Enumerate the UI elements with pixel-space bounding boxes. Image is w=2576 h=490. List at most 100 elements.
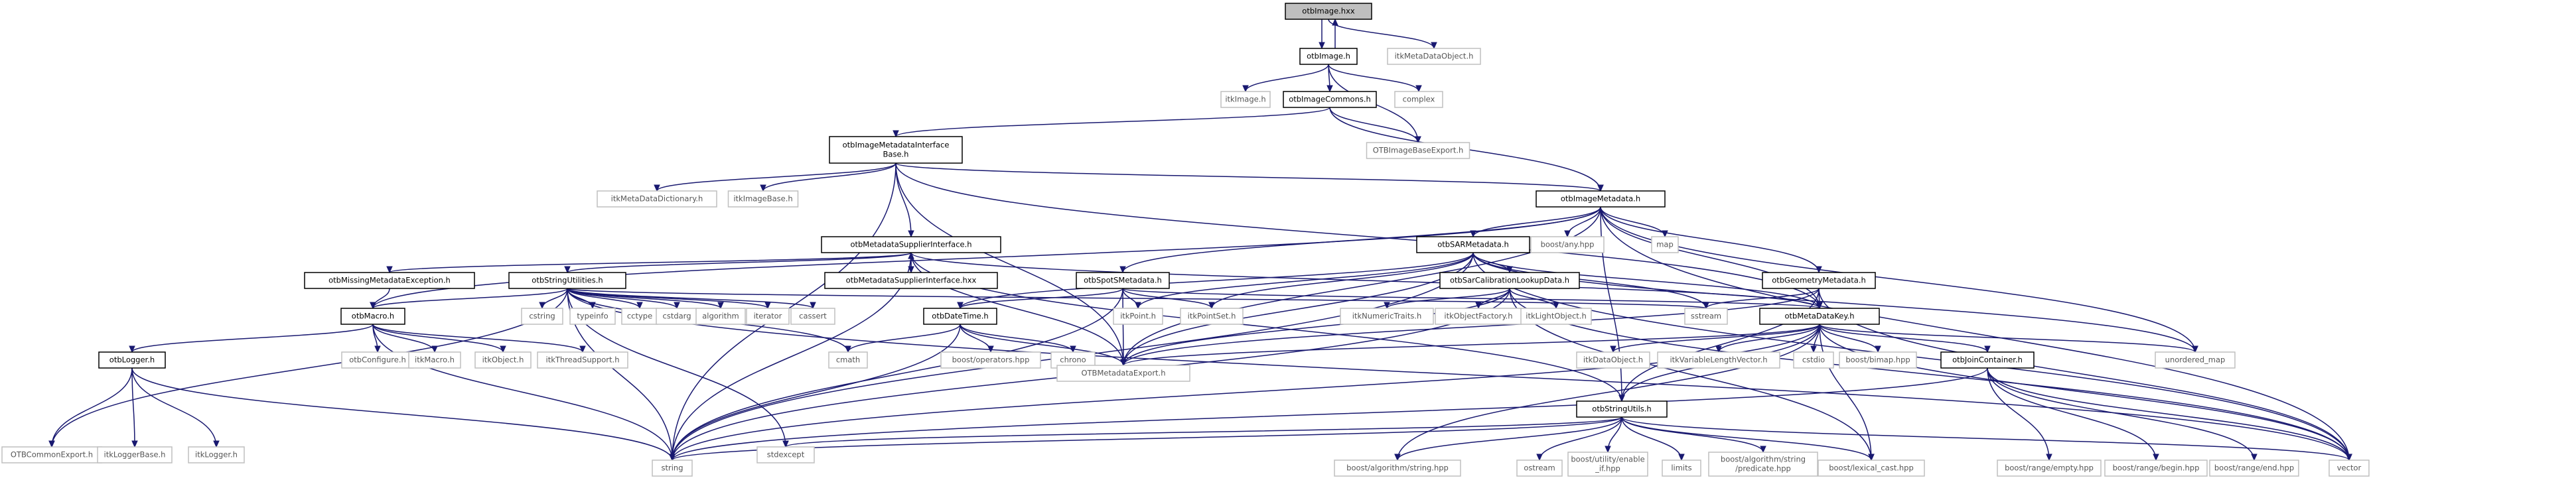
node-boost-algorithm-string-hpp: boost/algorithm/string.hpp	[1334, 459, 1461, 477]
node-box	[408, 351, 461, 369]
node-label: cstdio	[1802, 355, 1825, 365]
node-otbmetadatakey-h[interactable]: otbMetaDataKey.h	[1759, 308, 1880, 325]
node-otbsarcalibrationlookupdata-h[interactable]: otbSarCalibrationLookupData.h	[1439, 272, 1580, 289]
node-boost-range-end-hpp: boost/range/end.hpp	[2209, 459, 2299, 477]
node-label: boost/range/begin.hpp	[2113, 463, 2200, 473]
node-otbmissingmetadataexception-h[interactable]: otbMissingMetadataException.h	[304, 272, 475, 289]
node-box	[537, 351, 628, 369]
node-box	[1180, 308, 1244, 325]
node-itkpointset-h: itkPointSet.h	[1180, 308, 1244, 325]
node-label: OTBMetadataExport.h	[1081, 369, 1165, 378]
node-label: /predicate.hpp	[1735, 464, 1791, 473]
node-box	[940, 351, 1041, 369]
node-label: boost/operators.hpp	[952, 355, 1030, 365]
edge-otbmetadatakey-h-to-itkvariablelengthvector-h	[1715, 324, 1820, 353]
node-box	[1520, 308, 1592, 325]
node-label: OTBCommonExport.h	[11, 450, 93, 459]
edge-otbdatetime-h-to-boost-operators-hpp	[960, 324, 994, 353]
edge-otbstringutils-h-to-vector	[1621, 416, 2352, 461]
node-otbimagebaseexport-h: OTBImageBaseExport.h	[1366, 142, 1470, 159]
edge-otblogger-h-to-string	[131, 367, 676, 461]
edge-otbsarcalibrationlookupdata-h-to-itklightobject-h	[1509, 288, 1559, 310]
node-box	[1662, 459, 1701, 477]
node-otbimage-h[interactable]: otbImage.h	[1299, 48, 1358, 65]
edge-otbimagemetadatainterfacebase-h-to-otbimagemetadata-h	[895, 162, 1604, 192]
node-otbsarmetadata-h[interactable]: otbSARMetadata.h	[1416, 236, 1530, 253]
edge-otbstringutils-h-to-string	[669, 416, 1622, 461]
node-itkvariablelengthvector-h: itkVariableLengthVector.h	[1657, 351, 1780, 369]
node-label: chrono	[1060, 355, 1086, 365]
node-box	[621, 308, 658, 325]
edge-otblogger-h-to-itkloggerbase-h	[131, 367, 138, 448]
node-label: boost/bimap.hpp	[1845, 355, 1910, 365]
edge-otbimagemetadata-h-to-otbmacro-h	[370, 206, 1601, 310]
node-boost-algorithm-string-predicate-hpp: boost/algorithm/string/predicate.hpp	[1708, 452, 1818, 477]
node-otbspotsmetadata-h[interactable]: otbSpotSMetadata.h	[1076, 272, 1170, 289]
node-cassert: cassert	[790, 308, 835, 325]
node-label: itkThreadSupport.h	[546, 355, 620, 365]
node-label: itkMacro.h	[415, 355, 455, 365]
node-itknumerictraits-h: itkNumericTraits.h	[1340, 308, 1434, 325]
node-otbstringutilities-h[interactable]: otbStringUtilities.h	[508, 272, 626, 289]
node-otbmetadatasupplierinterface-hxx[interactable]: otbMetadataSupplierInterface.hxx	[824, 272, 998, 289]
node-box	[2328, 459, 2370, 477]
node-cctype: cctype	[621, 308, 658, 325]
node-stdexcept: stdexcept	[756, 446, 815, 463]
node-otbgeometrymetadata-h[interactable]: otbGeometryMetadata.h	[1762, 272, 1876, 289]
node-cstdarg: cstdarg	[656, 308, 698, 325]
edge-otbmacro-h-to-otblogger-h	[129, 324, 374, 353]
node-iterator: iterator	[746, 308, 790, 325]
node-box	[1285, 3, 1372, 20]
node-label: otbMissingMetadataException.h	[328, 276, 451, 285]
node-box	[1576, 400, 1668, 418]
edge-otbimagemetadata-h-to-otbgeometrymetadata-h	[1600, 206, 1822, 274]
node-box	[1056, 365, 1190, 382]
node-otbstringutils-h[interactable]: otbStringUtils.h	[1576, 400, 1668, 418]
edge-otbmetadatasupplierinterface-h-to-otbmissingmetadataexception-h	[386, 252, 912, 274]
node-box	[1416, 236, 1530, 253]
node-label: otbSarCalibrationLookupData.h	[1450, 276, 1569, 285]
node-boost-bimap-hpp: boost/bimap.hpp	[1839, 351, 1917, 369]
edge-otbmacro-h-to-itkmacro-h	[372, 324, 438, 353]
node-box	[1387, 48, 1481, 65]
edge-otbstringutils-h-to-boost-utility-enable-if-hpp	[1605, 416, 1622, 454]
node-label: otbMetadataSupplierInterface.h	[850, 240, 971, 249]
edge-otbmetadatasupplierinterface-h-to-otbstringutilities-h	[564, 252, 912, 274]
edge-otblogger-h-to-itklogger-h	[131, 367, 220, 448]
edge-otbimagecommons-h-to-otbimagebaseexport-h	[1329, 107, 1421, 144]
node-box	[1567, 452, 1648, 477]
edge-otbmetadatakey-h-to-otbmetadataexport-h	[1120, 324, 1820, 367]
node-otbimagemetadata-h[interactable]: otbImageMetadata.h	[1536, 190, 1666, 208]
node-label: boost/algorithm/string.hpp	[1346, 463, 1449, 473]
edge-otbjoincontainer-h-to-string	[669, 367, 1988, 461]
node-label: itkPoint.h	[1120, 312, 1156, 321]
node-otbmetadatasupplierinterface-h[interactable]: otbMetadataSupplierInterface.h	[821, 236, 1001, 253]
node-otblogger-h[interactable]: otbLogger.h	[98, 351, 166, 369]
node-otbimage-hxx[interactable]: otbImage.hxx	[1285, 3, 1372, 20]
edge-otbimage-hxx-to-itkmetadataobject-h	[1328, 19, 1437, 50]
node-typeinfo: typeinfo	[569, 308, 616, 325]
node-box	[746, 308, 790, 325]
node-vector: vector	[2328, 459, 2370, 477]
edge-otbsarmetadata-h-to-unordered-map	[1472, 252, 2198, 353]
node-otbmacro-h[interactable]: otbMacro.h	[340, 308, 405, 325]
node-label: itkObjectFactory.h	[1444, 312, 1512, 321]
node-label: algorithm	[702, 312, 739, 321]
node-otbimagecommons-h[interactable]: otbImageCommons.h	[1283, 91, 1377, 108]
node-otbdatetime-h[interactable]: otbDateTime.h	[923, 308, 997, 325]
edge-otbmetadatakey-h-to-boost-bimap-hpp	[1819, 324, 1881, 353]
node-label: boost/range/empty.hpp	[2005, 463, 2094, 473]
node-otbconfigure-h: otbConfigure.h	[341, 351, 414, 369]
node-otbjoincontainer-h[interactable]: otbJoinContainer.h	[1940, 351, 2035, 369]
node-box	[756, 446, 815, 463]
node-otbmetadataexport-h: OTBMetadataExport.h	[1056, 365, 1190, 382]
edge-otbimage-h-to-otbimage-hxx	[1332, 18, 1338, 48]
edge-otbimage-h-to-complex	[1328, 64, 1422, 93]
node-limits: limits	[1662, 459, 1701, 477]
node-label: itkNumericTraits.h	[1352, 312, 1422, 321]
edge-otbimagemetadatainterfacebase-h-to-itkimagebase-h	[760, 162, 896, 192]
node-label: boost/utility/enable	[1571, 455, 1644, 464]
node-label: otbConfigure.h	[349, 355, 406, 365]
